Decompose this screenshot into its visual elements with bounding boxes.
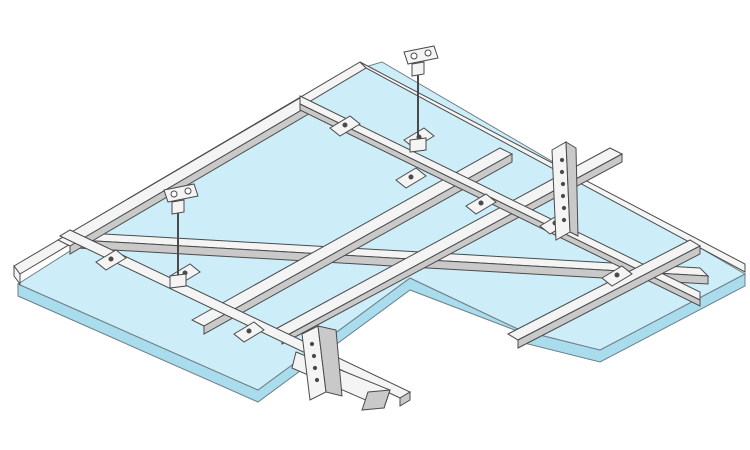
- connector-clip: [329, 115, 361, 137]
- connector-clip: [95, 249, 127, 271]
- hanger: [403, 45, 439, 153]
- connector-clip: [233, 321, 265, 343]
- connector-clip: [601, 265, 633, 287]
- upright: [551, 141, 579, 241]
- connector-clip: [395, 167, 427, 189]
- main-channel: [190, 147, 514, 335]
- cross-channel: [506, 239, 702, 349]
- hangers: [163, 45, 439, 289]
- upright: [301, 325, 343, 401]
- main-channels: [56, 97, 624, 345]
- vertical-uprights: [301, 141, 579, 401]
- connector-clip: [465, 193, 497, 215]
- hanger: [163, 183, 199, 289]
